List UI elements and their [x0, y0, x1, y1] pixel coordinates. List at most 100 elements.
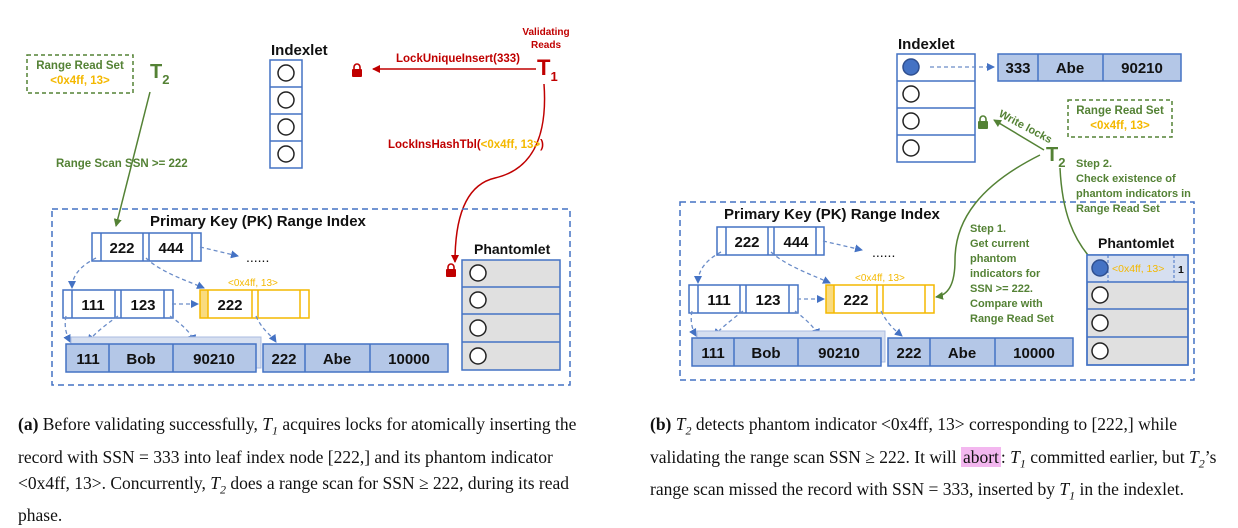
- leaf-node-2: 222: [825, 284, 935, 314]
- leaf-node-1: 111 123: [688, 284, 799, 314]
- record-cell: Bob: [751, 345, 780, 362]
- record-cell: 222: [271, 351, 296, 368]
- caption-var: T1: [1010, 446, 1026, 471]
- phantomlet-table: [461, 259, 561, 371]
- dashed-pointer: [794, 310, 820, 337]
- leaf-key: 222: [217, 297, 242, 314]
- ellipsis: ......: [246, 249, 269, 265]
- range-read-set-value: <0x4ff, 13>: [1090, 120, 1150, 132]
- dashed-pointer: [689, 310, 697, 337]
- record-cell: Bob: [126, 351, 155, 368]
- indexlet-slot: [902, 85, 920, 103]
- caption-var: T2: [675, 414, 692, 438]
- phantomlet-slot: [469, 291, 487, 309]
- range-read-set-box: [26, 54, 134, 94]
- dashed-pointer: [880, 310, 903, 337]
- root-key: 444: [783, 234, 809, 251]
- caption-var: T1: [1059, 479, 1076, 503]
- t1-label: T1: [537, 55, 558, 84]
- dashed-pointer: [169, 315, 197, 343]
- caption-var: T2: [210, 472, 227, 497]
- record-cell: 222: [896, 345, 921, 362]
- lock-unique-insert-label: LockUniqueInsert(333): [396, 53, 520, 65]
- record-cell: 90210: [818, 345, 860, 362]
- dashed-pointer: [63, 315, 71, 343]
- dashed-pointer: [255, 315, 277, 343]
- range-read-set-value: <0x4ff, 13>: [50, 75, 110, 87]
- dashed-pointer: [68, 257, 97, 289]
- caption-text: committed earlier, but: [1025, 446, 1189, 467]
- lock-ins-hash-tbl-label: LockInsHashTbl(<0x4ff, 13>): [388, 139, 544, 151]
- indexlet-slot: [902, 112, 920, 130]
- range-read-set-box: [1067, 99, 1173, 138]
- caption-text: acquires locks for atomically inserting …: [18, 414, 577, 493]
- validating-label: Validating: [522, 27, 569, 38]
- caption-a: (a) Before validating successfully, T1 a…: [18, 411, 598, 528]
- root-node: 222 444: [91, 232, 202, 262]
- ellipsis: ......: [872, 244, 895, 260]
- phantomlet-slot: [469, 264, 487, 282]
- figure-canvas: Range Read Set <0x4ff, 13> T2 Validating…: [26, 27, 1195, 386]
- indexlet-table: [269, 59, 303, 169]
- write-locks-arrow: [993, 119, 1045, 151]
- phantom-indicator-label: <0x4ff, 13>: [855, 273, 905, 284]
- record-cell: 90210: [1121, 60, 1163, 77]
- phantomlet-slot: [1091, 314, 1109, 332]
- indexlet-title: Indexlet: [898, 36, 955, 53]
- phantomlet-slot: [469, 347, 487, 365]
- record-cell: 111: [701, 345, 724, 362]
- pk-range-index-container: [51, 208, 571, 386]
- dashed-pointer: [145, 257, 205, 289]
- root-node: 222 444: [716, 226, 825, 256]
- indexlet-slot: [902, 139, 920, 157]
- phantomlet-slot: [1091, 342, 1109, 360]
- leaf-key: 111: [707, 292, 730, 309]
- phantom-indicator-label: <0x4ff, 13>: [228, 278, 278, 289]
- indexlet-title: Indexlet: [271, 42, 328, 59]
- phantomlet-slot: [1091, 286, 1109, 304]
- record-row: 222 Abe 10000: [262, 343, 449, 373]
- caption-var: T2: [1188, 446, 1205, 471]
- phantom-count: 1: [1178, 264, 1184, 276]
- t2-label: T2: [150, 61, 169, 87]
- leaf-key: 123: [755, 292, 780, 309]
- indexlet-slot: [277, 118, 295, 136]
- leaf-key: 123: [130, 297, 155, 314]
- reads-label: Reads: [531, 40, 561, 51]
- caption-text: in the indexlet.: [1075, 479, 1184, 499]
- caption-text: :: [1000, 446, 1006, 467]
- pk-range-index-title: Primary Key (PK) Range Index: [150, 213, 367, 230]
- lock-ins-hash-tbl-arrow: [451, 83, 546, 263]
- leaf-node-1: 111 123: [62, 289, 174, 319]
- record-row: 111 Bob 90210: [65, 343, 257, 373]
- phantomlet-slot-filled: [1091, 259, 1109, 277]
- pk-range-index-title: Primary Key (PK) Range Index: [724, 206, 941, 223]
- leaf-key: 222: [843, 292, 868, 309]
- dashed-pointer: [694, 251, 722, 284]
- leaf-node-2: 222: [199, 289, 310, 319]
- range-read-set-title: Range Read Set: [36, 60, 124, 72]
- caption-text: detects phantom indicator <0x4ff, 13> co…: [650, 414, 1177, 467]
- caption-text: Before validating successfully,: [38, 414, 263, 434]
- phantomlet-table: <0x4ff, 13> 1: [1086, 254, 1189, 366]
- phantomlet-slot: [469, 319, 487, 337]
- abort-highlight: abort: [960, 446, 1001, 467]
- root-key: 222: [109, 240, 134, 257]
- indexlet-table: [896, 53, 976, 163]
- step2-text: Step 2. Check existence of phantom indic…: [1076, 158, 1194, 215]
- record-cell: 90210: [193, 351, 235, 368]
- panel-b: Indexlet 333 Abe 90210 Write locks: [679, 36, 1195, 381]
- lock-icon: [352, 63, 362, 77]
- step1-text: Step 1. Get current phantom indicators f…: [970, 223, 1054, 325]
- dashed-pointer: [199, 246, 239, 259]
- dashed-pointer: [822, 240, 863, 253]
- panel-a: Range Read Set <0x4ff, 13> T2 Validating…: [26, 27, 571, 386]
- indexlet-slot: [277, 64, 295, 82]
- record-row-new: 333 Abe 90210: [997, 53, 1182, 82]
- caption-b-label: (b): [650, 414, 672, 434]
- phantom-entry: <0x4ff, 13>: [1112, 263, 1164, 275]
- record-cell: Abe: [948, 345, 976, 362]
- range-scan-arrow: [113, 91, 151, 227]
- record-row: 111 Bob 90210: [691, 337, 882, 367]
- record-cell: Abe: [323, 351, 351, 368]
